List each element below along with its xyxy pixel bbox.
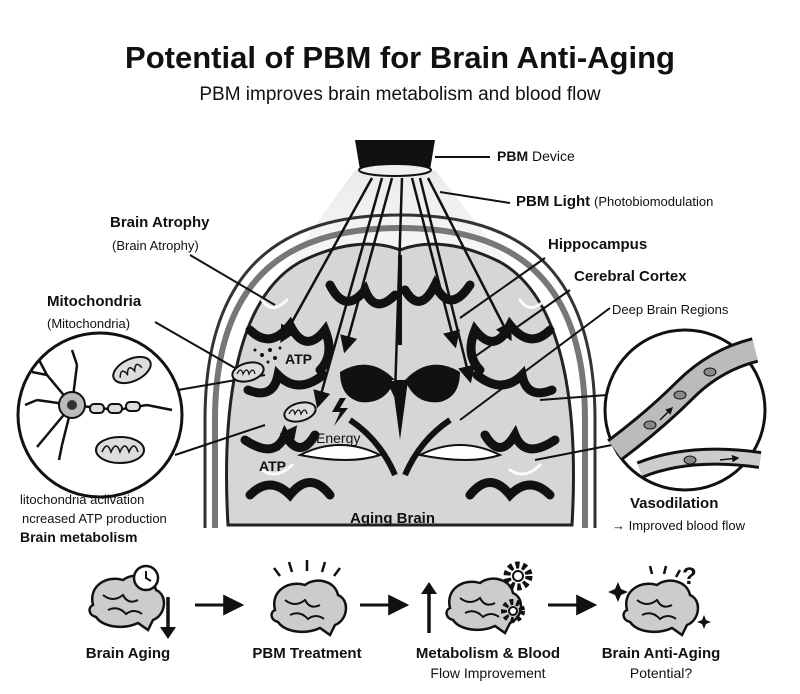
step-label-pbm-treatment: PBM Treatment <box>252 645 362 662</box>
left-panel-line3: Brain metabolism <box>20 529 138 545</box>
atp-label-bottom: ATP <box>259 458 286 474</box>
brain-clock-down-icon <box>88 564 176 639</box>
pbm-light-label: PBM Light (Photobiomodulation <box>516 193 714 210</box>
step-sub-metabolism: Flow Improvement <box>430 665 546 681</box>
step-label-anti-aging: Brain Anti-Aging <box>601 645 721 662</box>
deep-brain-label: Deep Brain Regions <box>612 302 729 317</box>
mitochondria-sublabel: (Mitochondria) <box>47 316 131 331</box>
energy-label: Energy <box>316 430 361 446</box>
brain-atrophy-label: Brain Atrophy <box>110 214 210 231</box>
atp-label-top: ATP <box>285 351 312 367</box>
left-panel-line1: litochondria aciivation <box>20 492 145 507</box>
cerebral-cortex-label: Cerebral Cortex <box>574 268 687 285</box>
pbm-device-label: PBM Device <box>497 148 575 164</box>
brain-gears-up-icon <box>421 561 533 635</box>
page-title: Potential of PBM for Brain Anti-Aging <box>125 40 675 75</box>
aging-brain-label: Aging Brain <box>350 510 435 527</box>
lightning-icon <box>332 398 348 426</box>
neuron-zoom-circle <box>16 331 266 499</box>
left-panel-line2: ncreased ATP production <box>22 511 167 526</box>
page-subtitle: PBM improves brain metabolism and blood … <box>199 84 601 105</box>
brain-sparkle-question-icon: ? <box>608 563 711 637</box>
ventricles <box>340 364 460 440</box>
hippocampus-shape <box>348 417 452 477</box>
brain-rays-icon <box>270 560 348 637</box>
svg-text:?: ? <box>682 563 697 590</box>
pbm-device <box>355 140 435 170</box>
vasodilation-sublabel: → Improved blood flow <box>612 518 745 533</box>
step-sub-anti-aging: Potential? <box>629 665 693 681</box>
hippocampus-label: Hippocampus <box>548 236 648 253</box>
step-label-brain-aging: Brain Aging <box>85 645 171 662</box>
brain-atrophy-sublabel: (Brain Atrophy) <box>112 238 199 253</box>
vessel-zoom-circle <box>534 328 767 492</box>
vasodilation-label: Vasodilation <box>630 495 719 512</box>
mitochondria-label: Mitochondria <box>47 293 142 310</box>
step-label-metabolism: Metabolism & Blood <box>415 645 561 662</box>
